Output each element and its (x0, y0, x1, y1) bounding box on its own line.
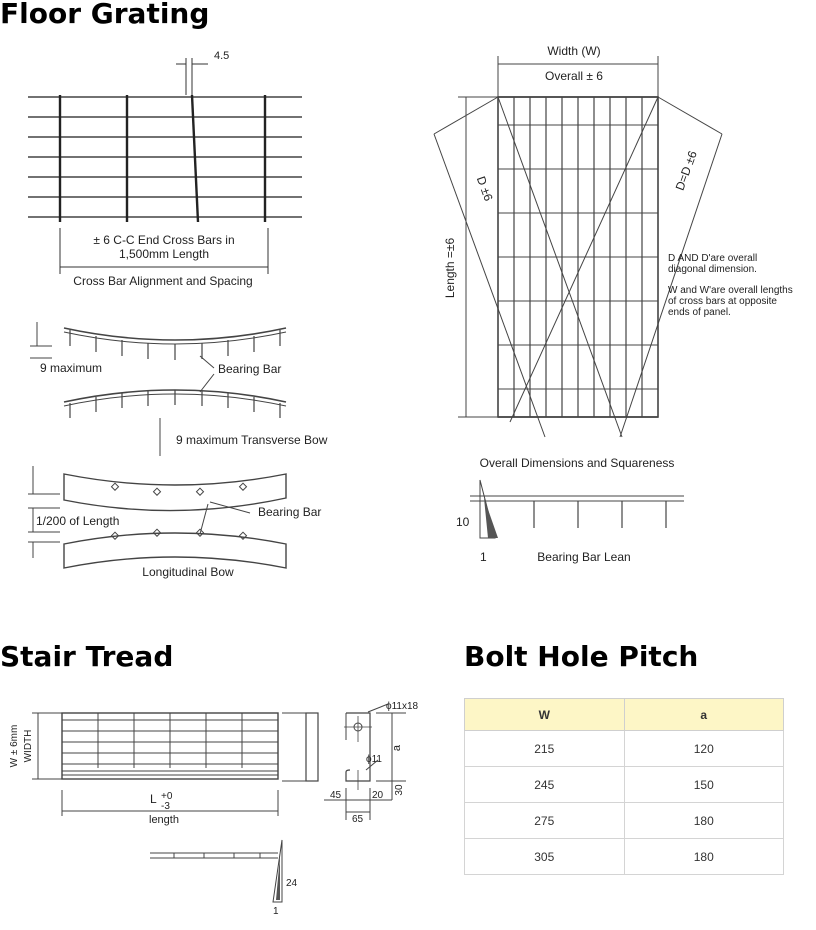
bolt-hole-pitch-table: W a 215 120 245 150 275 180 305 180 (464, 698, 784, 875)
alignment-tolerance-line1: ± 6 C-C End Cross Bars in (93, 233, 234, 247)
alignment-tolerance-line2: 1,500mm Length (119, 247, 209, 261)
cross-bar-alignment-diagram: 4.5 ± 6 C-C End Cross Bars in 1,500mm Le… (28, 50, 302, 288)
header-w: W (464, 698, 625, 731)
stair-dim-30: 30 (394, 784, 405, 796)
squareness-d-left-label: D ±6 (474, 174, 496, 203)
stair-l-minus: -3 (161, 801, 170, 812)
squareness-note2-line1: W and W'are overall lengths (668, 285, 793, 296)
stair-tread-slope-diagram: 24 1 (150, 839, 298, 917)
table-row: 245 150 (464, 766, 784, 803)
stair-dim-20: 20 (372, 790, 384, 801)
table-header-row: W a (464, 698, 784, 731)
header-a: a (623, 698, 784, 731)
cell-a: 180 (623, 802, 784, 839)
stair-tread-heading: Stair Tread (0, 640, 174, 673)
squareness-length-label: Length =±6 (443, 238, 457, 299)
stair-l-label: L (150, 792, 157, 806)
cell-w: 275 (464, 802, 625, 839)
stair-dim-65: 65 (352, 814, 364, 825)
lean-ratio-top: 10 (456, 515, 470, 529)
transverse-max-bow-label: 9 maximum Transverse Bow (176, 433, 328, 447)
stair-hole-label: ϕ11x18 (386, 701, 419, 712)
bearing-bar-lean-diagram: 10 1 Bearing Bar Lean (456, 479, 684, 564)
stair-length-label: length (149, 814, 179, 826)
squareness-overall-label: Overall ± 6 (545, 69, 603, 83)
longitudinal-bearing-bar-label: Bearing Bar (258, 505, 321, 519)
cell-a: 180 (623, 838, 784, 875)
stair-dim-45: 45 (330, 790, 342, 801)
floor-grating-heading: Floor Grating (0, 0, 210, 30)
cell-w: 215 (464, 730, 625, 767)
squareness-note1-line2: diagonal dimension. (668, 264, 757, 275)
stair-tread-section-diagram: ϕ11x18 ϕ11 a 30 45 20 65 (282, 701, 419, 825)
stair-a-label: a (391, 744, 403, 751)
transverse-bow-diagram: 9 maximum Bearing Bar 9 maximum Transver… (30, 322, 328, 456)
alignment-gap-label: 4.5 (214, 50, 229, 62)
cell-w: 305 (464, 838, 625, 875)
cell-w: 245 (464, 766, 625, 803)
squareness-d-right-label: D=D ±6 (673, 149, 700, 193)
longitudinal-ratio-label: 1/200 of Length (36, 514, 119, 528)
squareness-width-label: Width (W) (547, 44, 600, 58)
transverse-bearing-bar-label: Bearing Bar (218, 362, 281, 376)
squareness-caption: Overall Dimensions and Squareness (480, 456, 675, 470)
transverse-max-label: 9 maximum (40, 361, 102, 375)
stair-slope-bottom: 1 (273, 906, 279, 917)
squareness-note2-line2: of cross bars at opposite (668, 296, 777, 307)
stair-width-label: WIDTH (23, 730, 34, 763)
stair-slope-top: 24 (286, 878, 298, 889)
cell-a: 120 (623, 730, 784, 767)
stair-phi-label: ϕ11 (366, 754, 382, 765)
alignment-caption: Cross Bar Alignment and Spacing (73, 274, 252, 288)
longitudinal-bow-diagram: 1/200 of Length Bearing Bar Longitudinal… (28, 466, 321, 579)
stair-w-tolerance: W ± 6mm (9, 725, 20, 768)
lean-ratio-bottom: 1 (480, 550, 487, 564)
lean-caption: Bearing Bar Lean (537, 550, 630, 564)
stair-tread-plan-diagram: W ± 6mm WIDTH L +0 -3 length (9, 712, 279, 826)
squareness-diagram: Width (W) Overall ± 6 Length =±6 D ±6 D=… (433, 44, 793, 470)
table-row: 275 180 (464, 802, 784, 839)
stair-l-plus: +0 (161, 791, 173, 802)
bolt-hole-pitch-heading: Bolt Hole Pitch (464, 640, 699, 673)
table-row: 305 180 (464, 838, 784, 875)
table-row: 215 120 (464, 730, 784, 767)
cell-a: 150 (623, 766, 784, 803)
squareness-note2-line3: ends of panel. (668, 307, 731, 318)
longitudinal-caption: Longitudinal Bow (142, 565, 234, 579)
squareness-note1-line1: D AND D'are overall (668, 253, 757, 264)
